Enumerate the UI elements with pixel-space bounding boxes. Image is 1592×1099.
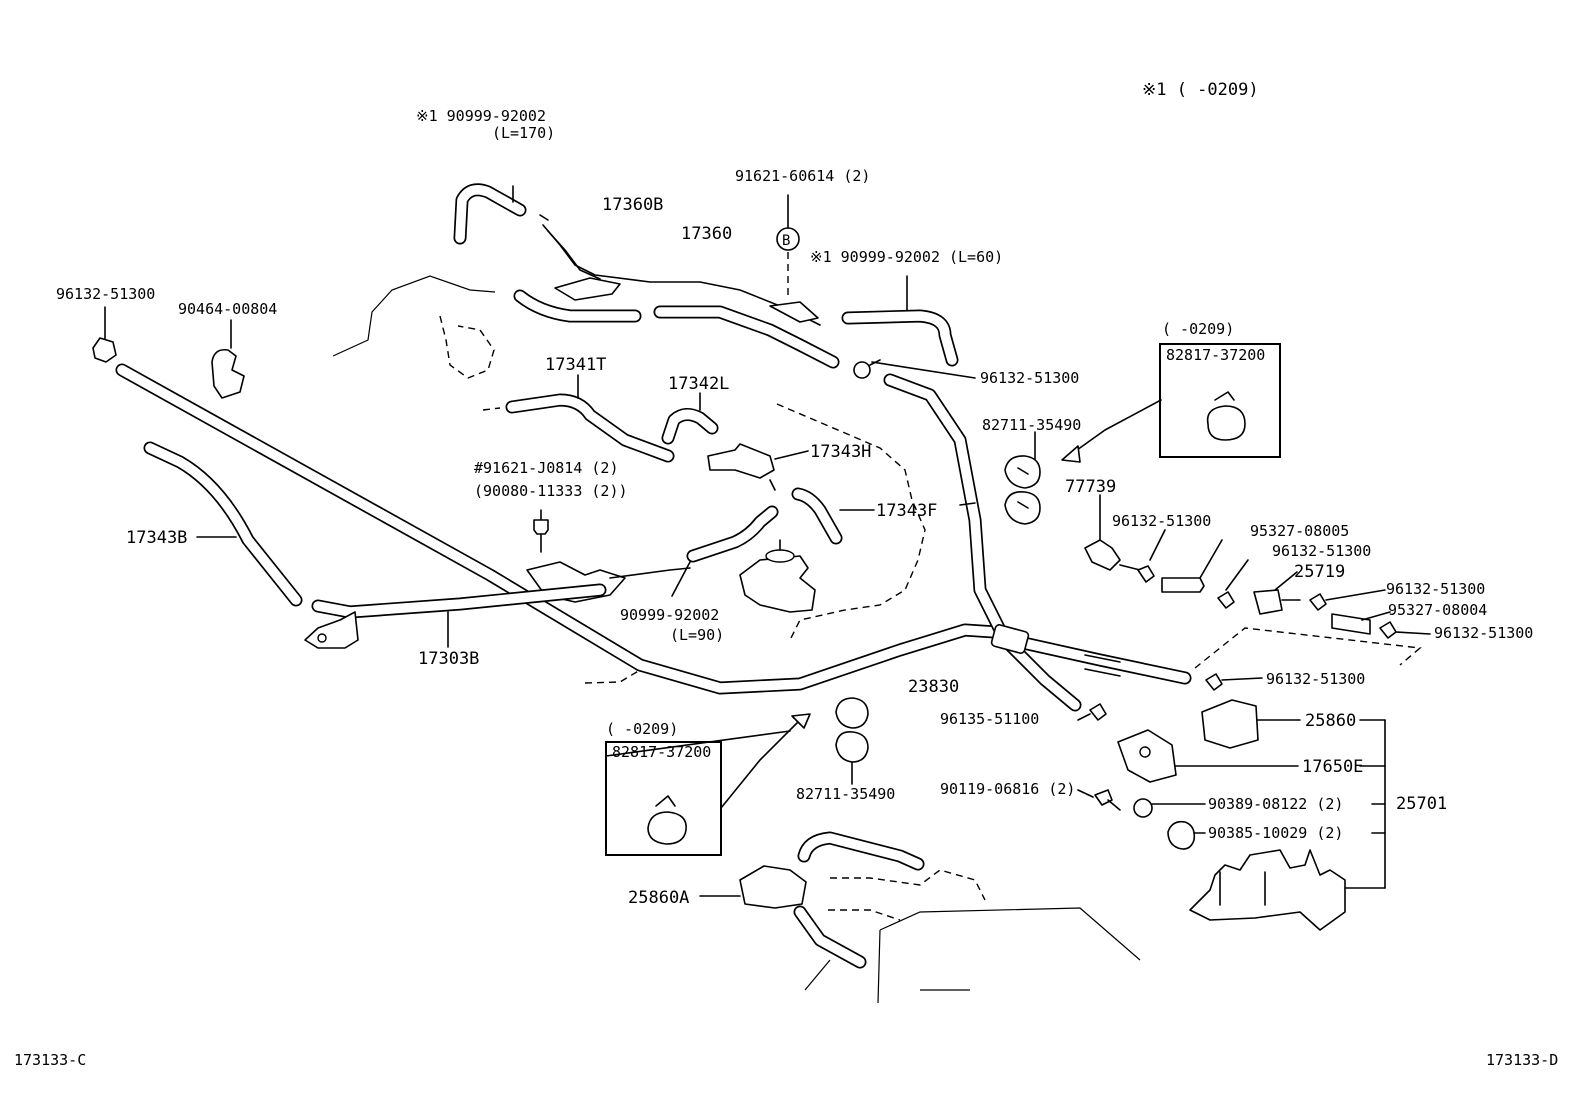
label-bolt-11333: (90080-11333 (2)): [474, 482, 628, 500]
hose-l60: [841, 275, 959, 367]
label-bolt-06816: 90119-06816 (2): [940, 780, 1075, 798]
label-box1-part: 82817-37200: [1166, 346, 1265, 364]
label-hose-l170-len: (L=170): [492, 124, 555, 142]
label-clip-90464: 90464-00804: [178, 300, 277, 318]
label-clamp-right5: 96132-51300: [1434, 624, 1533, 642]
label-box2-part: 82817-37200: [612, 743, 711, 761]
pipe-17360: [653, 252, 840, 369]
bracket-bottom: [1189, 849, 1346, 931]
part-25860: [1201, 699, 1301, 749]
clamp-hose-top: [853, 359, 976, 379]
b-marker: B: [776, 194, 800, 251]
hose-l170: [453, 183, 549, 245]
label-hose-95327-08005: 95327-08005: [1250, 522, 1349, 540]
clamp-96135: [1077, 703, 1107, 721]
hose-17342l: [661, 392, 719, 445]
clip-82711-center: [835, 697, 869, 785]
label-clamp-right3: 96132-51300: [1272, 542, 1371, 560]
hose-17343b: [143, 441, 303, 607]
egr-component: [739, 539, 816, 613]
label-hose-17341t: 17341T: [545, 355, 606, 375]
label-part-17650e: 17650E: [1302, 757, 1363, 777]
assy-25701-bracket: [1344, 719, 1386, 889]
bolt-j0814: [533, 509, 549, 553]
pipe-17303b: [304, 561, 691, 649]
label-valve-17343h: 17343H: [810, 442, 871, 462]
clip-90464: [211, 319, 245, 399]
label-clamp-topleft: 96132-51300: [56, 285, 155, 303]
label-clamp-96135: 96135-51100: [940, 710, 1039, 728]
right-small-parts: [1137, 529, 1431, 691]
part-77739: [1084, 494, 1141, 571]
b-marker-label: B: [782, 233, 790, 249]
label-pipe-23830: 23830: [908, 677, 959, 697]
label-clamp-right4: 96132-51300: [1386, 580, 1485, 598]
inset-box-2: [605, 713, 811, 856]
label-hose-95327-08004: 95327-08004: [1388, 601, 1487, 619]
label-valve-25719: 25719: [1294, 562, 1345, 582]
label-clamp-right6: 96132-51300: [1266, 670, 1365, 688]
label-hose-l90-len: (L=90): [670, 626, 724, 644]
pipe-17360b: [513, 224, 821, 326]
label-part-25860a: 25860A: [628, 888, 689, 908]
footer-left: 173133-C: [14, 1051, 86, 1069]
label-part-10029: 90385-10029 (2): [1208, 824, 1343, 842]
note-top-right: ※1 ( -0209): [1142, 80, 1259, 100]
part-90389: [1133, 798, 1206, 818]
part-90385: [1167, 820, 1206, 850]
engine-outline: [332, 275, 986, 921]
label-clip-82711-center: 82711-35490: [796, 785, 895, 803]
label-hose-17343f: 17343F: [876, 501, 937, 521]
label-hose-17343b: 17343B: [126, 528, 187, 548]
part-17650e: [1117, 729, 1299, 783]
clip-82711-right: [1004, 431, 1041, 525]
clamp-topleft: [92, 306, 117, 363]
hose-17341t: [482, 374, 675, 463]
pipe-23830: [115, 363, 1192, 712]
hose-17343f: [791, 487, 875, 545]
label-bolt-j0814: #91621-J0814 (2): [474, 459, 619, 477]
inset-box-1: [1061, 343, 1281, 463]
label-clip-82711-right: 82711-35490: [982, 416, 1081, 434]
label-hose-l170: ※1 90999-92002: [416, 107, 546, 125]
part-25860a: [699, 831, 1141, 1004]
label-assy-25701: 25701: [1396, 794, 1447, 814]
label-box1-header: ( -0209): [1162, 320, 1234, 338]
label-pipe-17360: 17360: [681, 224, 732, 244]
label-pipe-17360b: 17360B: [602, 195, 663, 215]
label-part-08122: 90389-08122 (2): [1208, 795, 1343, 813]
label-part-77739: 77739: [1065, 477, 1116, 497]
label-part-25860: 25860: [1305, 711, 1356, 731]
label-clamp-right2: 96132-51300: [1112, 512, 1211, 530]
label-pipe-17303b: 17303B: [418, 649, 479, 669]
label-bolt-b: 91621-60614 (2): [735, 167, 870, 185]
bolt-90119: [1077, 789, 1121, 811]
label-box2-header: ( -0209): [606, 720, 678, 738]
label-hose-l90: 90999-92002: [620, 606, 719, 624]
label-hose-l60: ※1 90999-92002 (L=60): [810, 248, 1003, 266]
valve-17343h: [707, 443, 809, 491]
label-hose-17342l: 17342L: [668, 374, 729, 394]
footer-right: 173133-D: [1486, 1051, 1558, 1069]
labels: ※1 ( -0209) ※1 90999-92002 (L=170) 91621…: [14, 80, 1558, 1069]
label-clamp-right1: 96132-51300: [980, 369, 1079, 387]
